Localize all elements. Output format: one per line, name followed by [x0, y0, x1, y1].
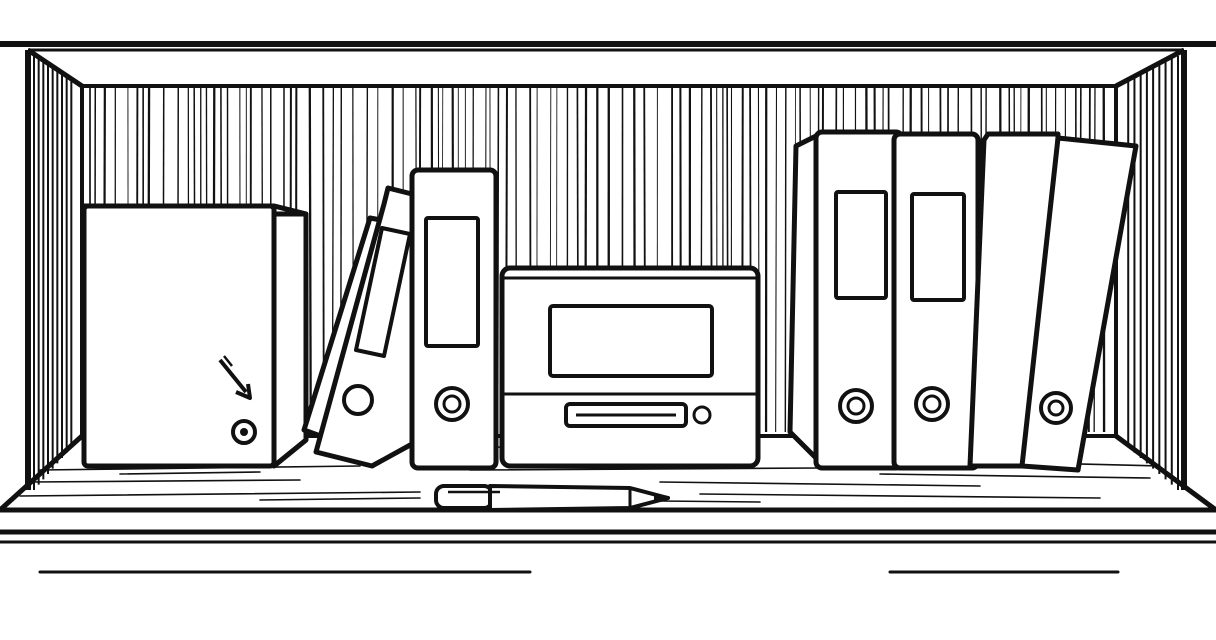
- binder-ring-icon: [342, 384, 374, 416]
- pen-icon: [434, 484, 670, 512]
- binder: [891, 131, 981, 471]
- upright-binder: [409, 167, 499, 471]
- binder-group: [787, 129, 1139, 473]
- storage-box: [81, 203, 309, 469]
- device-display: [548, 304, 714, 378]
- leaning-binder: [301, 185, 415, 469]
- side-panel-grain: [33, 56, 1179, 490]
- power-button-icon: [692, 405, 712, 425]
- binder: [1019, 135, 1139, 473]
- media-device: [499, 265, 761, 469]
- box-with-arrow-icon: [218, 355, 252, 400]
- binder: [787, 129, 905, 471]
